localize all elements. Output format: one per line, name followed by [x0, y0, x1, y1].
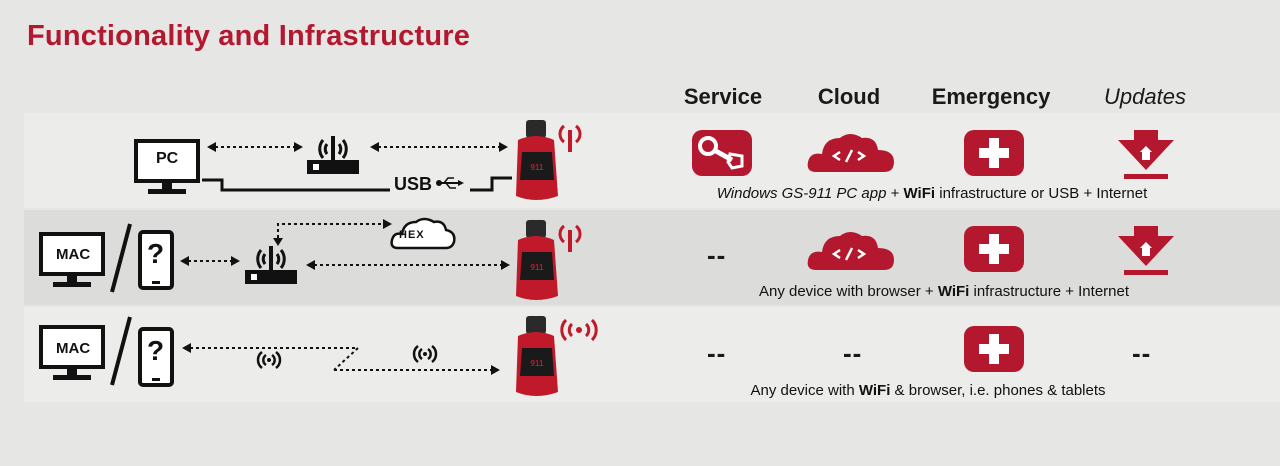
- phone-question: ?: [147, 335, 165, 366]
- usb-icon: [436, 176, 464, 190]
- column-header-updates: Updates: [1104, 84, 1186, 109]
- row3-updates-na: --: [1132, 338, 1152, 368]
- updates-download-icon: [1114, 130, 1178, 182]
- mac-monitor-icon: [39, 325, 107, 383]
- service-wrench-icon: [692, 130, 752, 176]
- emergency-cross-icon: [964, 226, 1024, 272]
- row3-service-na: --: [707, 338, 727, 368]
- cloud-icon: [806, 128, 896, 174]
- svg-text:911: 911: [531, 163, 544, 172]
- router-icon: [305, 130, 361, 176]
- emergency-cross-icon: [964, 130, 1024, 176]
- slash-divider: [108, 315, 134, 387]
- mac-label: MAC: [56, 340, 91, 357]
- row2-service-na: --: [707, 240, 727, 270]
- link-router-device-2: [306, 258, 510, 272]
- router-icon: [243, 240, 299, 286]
- phone-question: ?: [147, 238, 165, 269]
- column-header-service: Service: [683, 84, 763, 109]
- hex-cloud-icon: [390, 214, 456, 250]
- link-pc-router: [207, 140, 303, 154]
- gs911-dongle-icon: 911: [512, 314, 602, 400]
- row3-cloud-na: --: [843, 338, 863, 368]
- hex-logo: HEX: [399, 229, 425, 241]
- pc-label: PC: [156, 150, 179, 167]
- mac-label: MAC: [56, 246, 91, 263]
- wireless-signal-icon: [254, 350, 284, 370]
- row-pc: [24, 113, 1280, 208]
- svg-text:911: 911: [531, 263, 544, 272]
- cloud-icon: [806, 226, 896, 272]
- svg-text:911: 911: [531, 359, 544, 368]
- column-header-emergency: Emergency: [931, 84, 1051, 109]
- page-title: Functionality and Infrastructure: [27, 20, 471, 52]
- row1-caption: Windows GS-911 PC app + WiFi infrastruct…: [716, 185, 1148, 202]
- pc-monitor-icon: [134, 139, 202, 197]
- mac-monitor-icon: [39, 232, 107, 290]
- row3-caption: Any device with WiFi & browser, i.e. pho…: [750, 382, 1106, 399]
- usb-cable: [202, 172, 512, 196]
- row2-caption: Any device with browser + WiFi infrastru…: [758, 283, 1130, 300]
- link-router-cloud: [272, 216, 392, 246]
- wifi-direct-link: [182, 340, 500, 380]
- link-phone-router-2: [180, 254, 240, 268]
- phone-icon: [138, 230, 174, 290]
- column-header-cloud: Cloud: [817, 84, 881, 109]
- gs911-dongle-icon: 911: [512, 218, 582, 304]
- emergency-cross-icon: [964, 326, 1024, 372]
- wireless-signal-icon: [410, 344, 440, 364]
- phone-icon: [138, 327, 174, 387]
- row-mac-wifi-direct: [24, 307, 1280, 402]
- updates-download-icon: [1114, 226, 1178, 278]
- slash-divider: [108, 222, 134, 294]
- link-router-device: [370, 140, 508, 154]
- usb-label: USB: [394, 174, 433, 194]
- gs911-dongle-icon: 911: [512, 118, 582, 204]
